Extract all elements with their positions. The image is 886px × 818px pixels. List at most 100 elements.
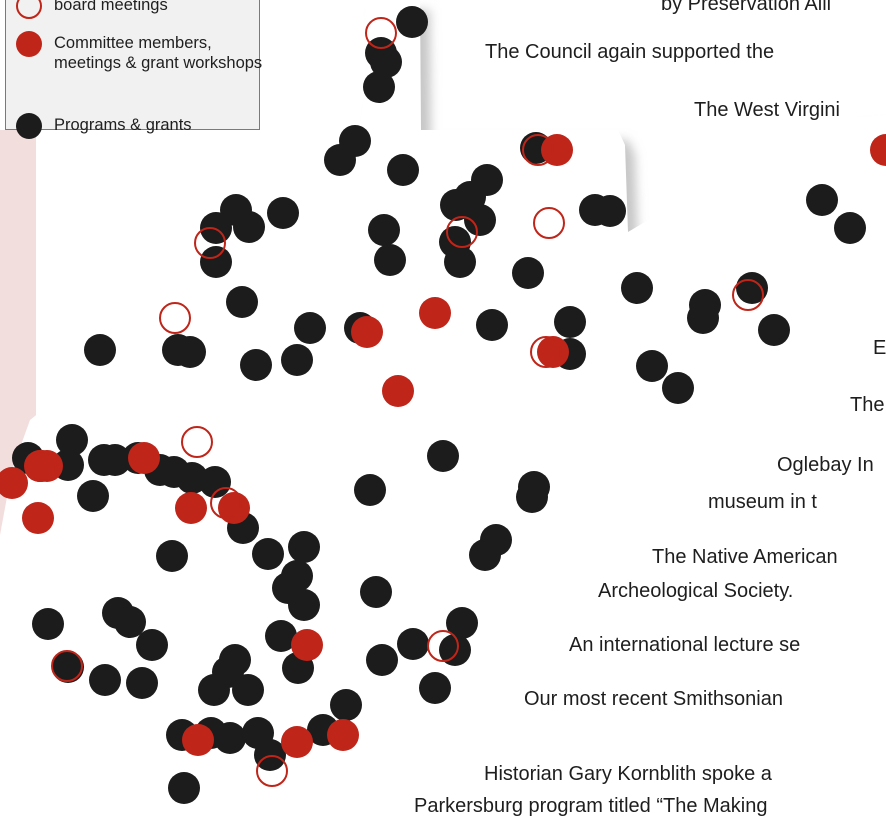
program-grant-marker — [136, 629, 168, 661]
program-grant-marker — [198, 674, 230, 706]
program-grant-marker — [419, 672, 451, 704]
program-grant-marker — [330, 689, 362, 721]
text-line: Historian Gary Kornblith spoke a — [484, 763, 772, 785]
program-grant-marker — [636, 350, 668, 382]
program-grant-marker — [89, 664, 121, 696]
board-meeting-marker — [427, 630, 459, 662]
black-dot-icon — [16, 113, 42, 139]
program-grant-marker — [32, 608, 64, 640]
board-meeting-marker — [732, 279, 764, 311]
program-grant-marker — [758, 314, 790, 346]
red-ring-icon — [16, 0, 42, 19]
text-line: An international lecture se — [569, 634, 801, 656]
committee-marker — [182, 724, 214, 756]
program-grant-marker — [99, 444, 131, 476]
program-grant-marker — [324, 144, 356, 176]
board-meeting-marker — [522, 134, 554, 166]
program-grant-marker — [174, 336, 206, 368]
committee-marker — [870, 134, 886, 166]
committee-marker — [128, 442, 160, 474]
red-dot-icon — [16, 31, 42, 57]
program-grant-marker — [267, 197, 299, 229]
committee-marker — [22, 502, 54, 534]
program-grant-marker — [288, 589, 320, 621]
committee-markers — [0, 134, 886, 758]
program-grant-marker — [294, 312, 326, 344]
program-grant-marker — [370, 46, 402, 78]
program-grant-marker — [168, 772, 200, 804]
board-meeting-marker — [530, 336, 562, 368]
text-line: by Preservation Alli — [661, 0, 832, 15]
program-grant-marker — [242, 717, 274, 749]
committee-marker — [0, 467, 28, 499]
program-grant-marker — [387, 154, 419, 186]
committee-marker — [351, 316, 383, 348]
board-meeting-marker — [25, 450, 57, 482]
program-grant-marker — [516, 481, 548, 513]
board-meeting-marker — [446, 216, 478, 248]
program-grant-marker — [806, 184, 838, 216]
board-meeting-marker — [210, 487, 242, 519]
program-grant-marker — [360, 576, 392, 608]
program-grant-marker — [662, 372, 694, 404]
text-line: The Native American — [652, 546, 838, 568]
text-line: Oglebay In — [777, 454, 874, 476]
board-meeting-markers — [25, 17, 764, 787]
program-grant-marker — [200, 246, 232, 278]
program-grant-marker — [265, 620, 297, 652]
program-grant-marker — [397, 628, 429, 660]
board-meeting-marker — [181, 426, 213, 458]
legend-label: Committee members, meetings & grant work… — [54, 34, 263, 72]
program-grant-marker — [834, 212, 866, 244]
committee-marker — [541, 134, 573, 166]
program-grant-marker — [554, 306, 586, 338]
board-meeting-marker — [365, 17, 397, 49]
text-line: Archeological Society. — [598, 580, 794, 602]
text-line: E — [873, 337, 886, 359]
program-grant-marker — [476, 309, 508, 341]
board-meeting-marker — [256, 755, 288, 787]
program-grant-marker — [240, 349, 272, 381]
program-grant-marker — [226, 286, 258, 318]
committee-marker — [537, 336, 569, 368]
committee-marker — [419, 297, 451, 329]
program-grant-marker — [233, 211, 265, 243]
committee-marker — [24, 450, 56, 482]
program-grant-marker — [440, 189, 472, 221]
program-grant-marker — [84, 334, 116, 366]
text-line: The West Virgini — [694, 99, 840, 121]
program-grant-marker — [368, 214, 400, 246]
program-grant-marker — [512, 257, 544, 289]
committee-marker — [291, 629, 323, 661]
program-grant-marker — [114, 606, 146, 638]
committee-marker — [327, 719, 359, 751]
committee-marker — [218, 492, 250, 524]
committee-marker — [382, 375, 414, 407]
program-grant-marker — [52, 651, 84, 683]
program-grant-marker — [288, 531, 320, 563]
program-grant-marker — [354, 474, 386, 506]
program-grant-marker — [199, 466, 231, 498]
program-grant-marker — [363, 71, 395, 103]
program-grant-marker — [252, 538, 284, 570]
text-line: museum in t — [708, 491, 817, 513]
board-meeting-marker — [533, 207, 565, 239]
program-grant-marker — [156, 540, 188, 572]
text-line: Parkersburg program titled “The Making — [414, 795, 768, 817]
committee-marker — [175, 492, 207, 524]
program-grant-marker — [464, 204, 496, 236]
program-grant-marker — [396, 6, 428, 38]
text-line: The Council again supported the — [485, 41, 775, 63]
text-line: The — [850, 394, 885, 416]
board-meeting-marker — [159, 302, 191, 334]
program-grant-marker — [621, 272, 653, 304]
program-grant-marker — [366, 644, 398, 676]
program-grant-marker — [427, 440, 459, 472]
program-grant-marker — [594, 195, 626, 227]
program-grant-marker — [77, 480, 109, 512]
board-meeting-marker — [51, 650, 83, 682]
legend-label: board meetings — [54, 0, 168, 14]
program-grant-marker — [446, 607, 478, 639]
program-grant-marker — [56, 424, 88, 456]
